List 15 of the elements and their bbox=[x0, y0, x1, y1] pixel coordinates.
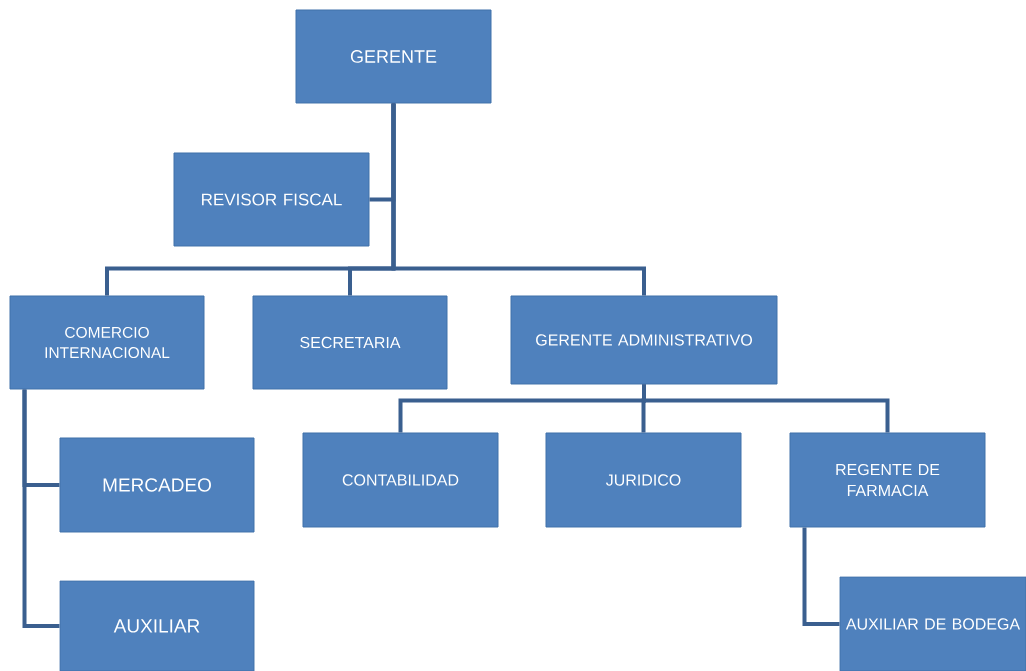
org-box: GERENTE ADMINISTRATIVO bbox=[510, 295, 778, 385]
org-box: GERENTE bbox=[295, 9, 492, 104]
org-box: CONTABILIDAD bbox=[302, 432, 499, 528]
connector-line bbox=[802, 527, 840, 626]
org-box: COMERCIO INTERNACIONAL bbox=[9, 295, 205, 390]
org-box: REVISOR FISCAL bbox=[173, 152, 370, 247]
org-box: MERCADEO bbox=[59, 437, 255, 533]
org-box: SECRETARIA bbox=[252, 295, 448, 390]
connector-line bbox=[391, 103, 646, 296]
org-box: AUXILIAR bbox=[59, 580, 255, 671]
connector-line bbox=[642, 384, 890, 433]
org-box: REGENTE DE FARMACIA bbox=[789, 432, 986, 528]
connector-line bbox=[22, 389, 60, 628]
org-box: AUXILIAR DE BODEGA bbox=[839, 576, 1026, 671]
org-box: JURIDICO bbox=[545, 432, 742, 528]
